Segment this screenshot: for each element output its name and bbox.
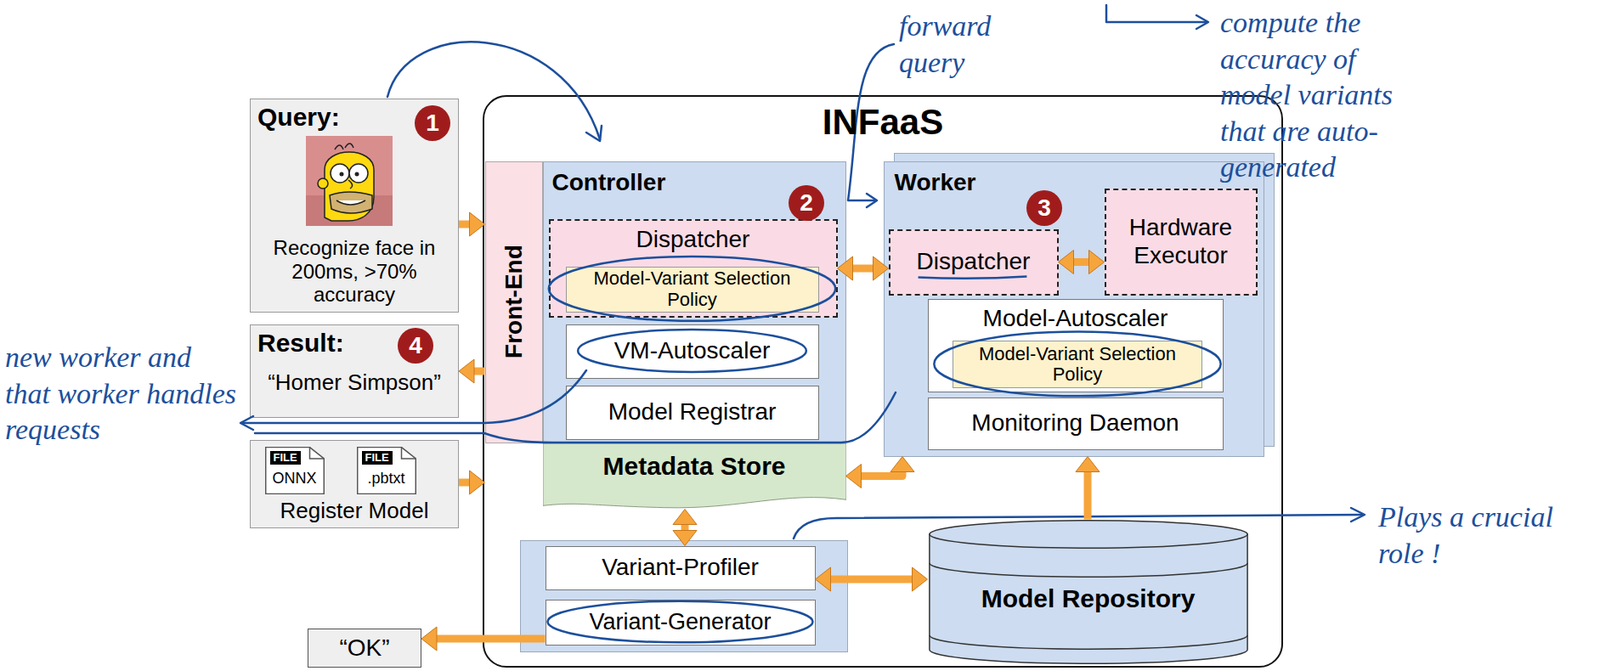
arrow-head (672, 531, 697, 547)
policy-box: Model-Variant Selection Policy (952, 340, 1203, 389)
node-label: Query: (257, 102, 340, 133)
data-flow-arrow (815, 567, 928, 592)
component-box: Monitoring Daemon (927, 397, 1224, 451)
arrow-head (815, 567, 832, 592)
arrow-shaft (829, 576, 915, 584)
node-label: Monitoring Daemon (971, 409, 1179, 437)
node-label: “OK” (339, 634, 390, 662)
data-flow-arrow (458, 212, 486, 237)
node-label: Dispatcher (636, 226, 751, 254)
annotation-head (240, 416, 254, 430)
node-label: Register Model (280, 498, 430, 525)
data-flow-arrow (672, 509, 697, 547)
data-flow-arrow (846, 457, 916, 489)
annotation-hook (1106, 5, 1207, 23)
node-label: FILE (270, 451, 301, 465)
arrow-shaft (851, 265, 876, 273)
node-label: Worker (894, 169, 977, 197)
hardware-executor: Hardware Executor (1104, 188, 1258, 296)
policy-box: Model-Variant Selection Policy (565, 266, 820, 313)
arrow-shaft (1072, 258, 1092, 266)
file-icon: FILE ONNX (265, 446, 325, 495)
handwritten-note: compute the accuracy of model variants t… (1220, 5, 1433, 187)
callout-number: 2 (788, 185, 825, 221)
node-body: Recognize face in 200ms, >70% accuracy (269, 236, 440, 307)
file-icon: FILE .pbtxt (356, 446, 417, 495)
dispatcher-box: Dispatcher (888, 229, 1059, 296)
worker-box: WorkerDispatcher Hardware ExecutorModel-A… (883, 161, 1265, 458)
node-label: Model Registrar (608, 398, 777, 426)
node-label: Model-Variant Selection Policy (958, 344, 1197, 385)
arrow-head (1075, 457, 1100, 473)
node-label: Controller (552, 169, 667, 197)
arrow-shaft (435, 635, 546, 644)
component-box: Variant-Generator (545, 599, 816, 646)
handwritten-note: forward query (898, 8, 1035, 81)
arrow-head (672, 509, 697, 526)
node-label: Variant-Generator (588, 609, 771, 636)
component-box: Model Registrar (565, 385, 820, 441)
arrow-head (846, 464, 862, 489)
node-label: Dispatcher (916, 248, 1031, 276)
node-label: INFaaS (822, 101, 944, 143)
arrow-head (421, 627, 437, 651)
annotation-circle (933, 331, 1221, 396)
annotation-head (1196, 15, 1209, 29)
arrow-shaft (1084, 470, 1092, 521)
node-label: Model Repository (981, 584, 1196, 615)
node-body: .pbtxt (367, 469, 405, 488)
arrow-head (890, 457, 915, 473)
callout-number: 4 (397, 327, 434, 364)
data-flow-arrow (458, 359, 486, 384)
node-label: VM-Autoscaler (614, 337, 771, 365)
register-box: Register Model FILE ONNX FILE .pbtxt (249, 440, 459, 529)
model-repository: Model Repository (927, 520, 1250, 665)
node-label: Hardware Executor (1111, 214, 1251, 269)
metadata-store: Metadata Store (542, 443, 847, 510)
handwritten-note: Plays a crucial role ! (1378, 499, 1583, 572)
annotation-head (586, 125, 602, 142)
node-label: Model-Variant Selection Policy (571, 268, 814, 310)
callout-number: 1 (414, 105, 451, 142)
node-label: FILE (361, 451, 393, 465)
annotation-head (1351, 508, 1365, 522)
annotation-head (866, 193, 877, 208)
arrow-head (912, 567, 928, 592)
dispatcher-box: DispatcherModel-Variant Selection Policy (548, 219, 838, 318)
component-box: Model-AutoscalerModel-Variant Selection … (927, 299, 1224, 393)
node-label: Model-Autoscaler (983, 305, 1169, 333)
node-label: Front-End (499, 245, 527, 360)
component-box: Variant-Profiler (545, 546, 816, 591)
component-box: VM-Autoscaler (565, 324, 820, 379)
node-label: Result: (257, 328, 345, 359)
ok-box: “OK” (307, 628, 422, 668)
node-body: ONNX (271, 469, 317, 488)
node-body: “Homer Simpson” (267, 370, 441, 396)
annotation-circle (548, 256, 836, 322)
front-end-band: Front-End (485, 161, 543, 444)
data-flow-arrow (458, 470, 486, 495)
handwritten-note: new worker and that worker handles reque… (5, 339, 244, 449)
arrow-head (458, 359, 475, 384)
node-label: Variant-Profiler (601, 554, 759, 582)
data-flow-arrow (1075, 457, 1100, 521)
homer-illustration (305, 135, 393, 227)
node-label: Metadata Store (602, 452, 786, 482)
callout-number: 3 (1026, 190, 1063, 227)
